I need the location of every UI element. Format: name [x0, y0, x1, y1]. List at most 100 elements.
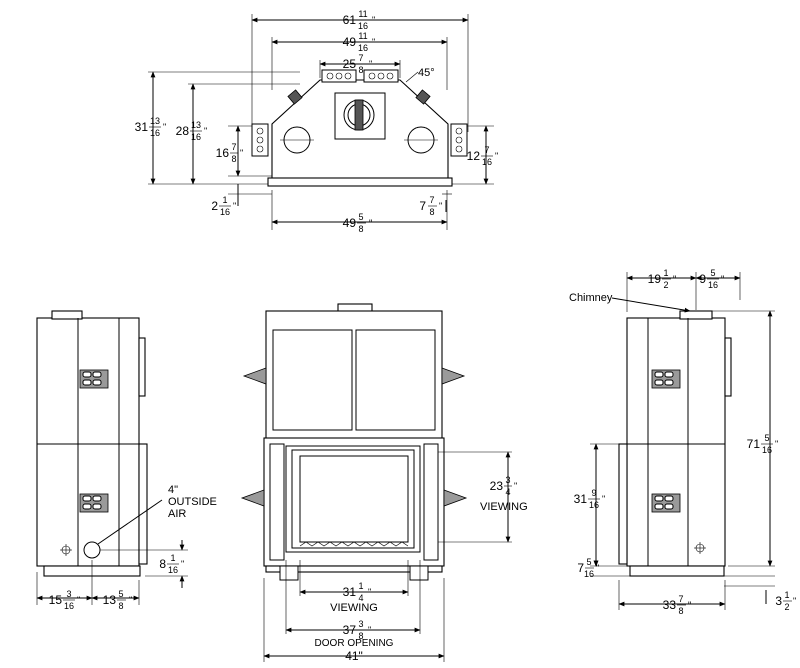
dim-unit: ": [775, 439, 778, 449]
dim-whole: 49: [343, 216, 357, 230]
dim-den: 16: [220, 207, 230, 217]
front-view: 23 3 4 " VIEWING 31 1 4 " VIEWING 37 3 8…: [240, 303, 528, 663]
dim-base-offset: 2 1 16 ": [211, 195, 236, 217]
dim-num: 9: [591, 488, 596, 498]
dim-whole: 13: [103, 593, 117, 607]
dim-unit: ": [495, 151, 498, 161]
dim-den: 8: [358, 224, 363, 234]
dim-num: 3: [66, 589, 71, 599]
dim-num: 1: [663, 268, 668, 278]
outside-air-label: 4" OUTSIDE AIR: [168, 484, 217, 520]
dim-unit: ": [233, 201, 236, 211]
dim-num: 1: [170, 553, 175, 563]
dim-depth-total: 31 13 16 ": [135, 116, 167, 138]
dim-num: 13: [150, 116, 160, 126]
dim-top-right: 9 5 16 ": [699, 268, 724, 290]
dim-unit: ": [369, 59, 372, 69]
dim-whole: 2: [211, 199, 218, 213]
dim-whole: 8: [159, 557, 166, 571]
dim-whole: 33: [663, 598, 677, 612]
dim-whole: 61: [343, 13, 357, 27]
viewing-width-label: VIEWING: [330, 602, 378, 614]
dim-whole: 19: [648, 272, 662, 286]
outside-air-size: 4": [168, 484, 178, 496]
dim-den: 2: [784, 602, 789, 612]
dim-unit: ": [439, 201, 442, 211]
dim-unit: ": [602, 494, 605, 504]
dim-body-width: 49 11 16 ": [343, 31, 376, 53]
dim-depth-right-view: 33 7 8 ": [663, 594, 692, 616]
dim-whole: 9: [699, 272, 706, 286]
outside-air-air: AIR: [168, 508, 186, 520]
dim-den: 8: [678, 606, 683, 616]
dim-whole: 7: [419, 199, 426, 213]
dim-bottom-left: 15 3 16 ": [49, 589, 81, 611]
dim-whole: 71: [747, 437, 761, 451]
chimney-label: Chimney: [569, 292, 613, 304]
dim-top-left: 19 1 2 ": [648, 268, 677, 290]
dim-den: 16: [150, 128, 160, 138]
dim-den: 16: [168, 565, 178, 575]
dim-den: 16: [708, 280, 718, 290]
dim-num: 7: [678, 594, 683, 604]
dim-whole: 31: [135, 120, 149, 134]
dim-air-height: 8 1 16 ": [159, 553, 184, 575]
dim-whole: 28: [176, 124, 190, 138]
top-view: 61 11 16 " 49 11 16 " 25 7 8 " 45° 31 13…: [135, 9, 499, 234]
dim-den: 16: [191, 132, 201, 142]
dim-den: 8: [358, 65, 363, 75]
dim-unit: ": [129, 595, 132, 605]
dim-unit: ": [368, 587, 371, 597]
dim-num: 7: [231, 142, 236, 152]
dim-whole: 23: [490, 479, 504, 493]
dim-whole: 7: [577, 561, 584, 575]
dim-num: 1: [222, 195, 227, 205]
dim-unit: ": [721, 274, 724, 284]
dim-num: 11: [358, 9, 367, 19]
dim-whole: 49: [343, 35, 357, 49]
dim-unit: ": [369, 218, 372, 228]
dim-den: 4: [358, 593, 363, 603]
dim-unit: ": [368, 625, 371, 635]
dim-den: 16: [64, 601, 74, 611]
dim-den: 16: [589, 500, 599, 510]
dim-depth-right: 12 7 16 ": [467, 145, 499, 167]
dim-low-height: 7 5 16 ": [577, 557, 599, 579]
dim-unit: ": [596, 563, 599, 573]
dim-num: 11: [358, 31, 367, 41]
dim-base-right: 7 7 8 ": [419, 195, 442, 217]
dim-num: 3: [358, 619, 363, 629]
dim-num: 5: [358, 212, 363, 222]
dim-num: 13: [191, 120, 201, 130]
dim-num: 5: [586, 557, 591, 567]
dim-viewing-height: 23 3 4 " VIEWING: [480, 475, 528, 513]
dim-den: 16: [762, 445, 772, 455]
outside-air-text: OUTSIDE: [168, 496, 217, 508]
dim-angle: 45°: [418, 67, 435, 79]
dim-unit: ": [514, 481, 517, 491]
dim-unit: ": [77, 595, 80, 605]
dim-num: 7: [484, 145, 489, 155]
dim-den: 16: [358, 21, 368, 31]
door-opening-label: DOOR OPENING: [315, 638, 394, 649]
viewing-height-label: VIEWING: [480, 501, 528, 513]
dim-den: 16: [584, 569, 594, 579]
dim-den: 16: [482, 157, 492, 167]
dim-overall-front: 41": [345, 649, 363, 663]
dim-mid-height: 31 9 16 ": [574, 488, 606, 510]
dim-viewing-width: 31 1 4 " VIEWING: [330, 581, 378, 614]
dim-top-width: 25 7 8 ": [343, 53, 373, 75]
dim-whole: 15: [49, 593, 63, 607]
dim-unit: ": [673, 274, 676, 284]
dim-unit: ": [240, 148, 243, 158]
dim-num: 7: [358, 53, 363, 63]
dim-depth-side: 16 7 8 ": [216, 142, 244, 164]
dim-whole: 25: [343, 57, 357, 71]
dim-whole: 31: [574, 492, 588, 506]
dim-num: 5: [710, 268, 715, 278]
dim-num: 5: [118, 589, 123, 599]
dim-num: 1: [784, 590, 789, 600]
dim-unit: ": [793, 596, 796, 606]
dim-base-width: 49 5 8 ": [343, 212, 373, 234]
